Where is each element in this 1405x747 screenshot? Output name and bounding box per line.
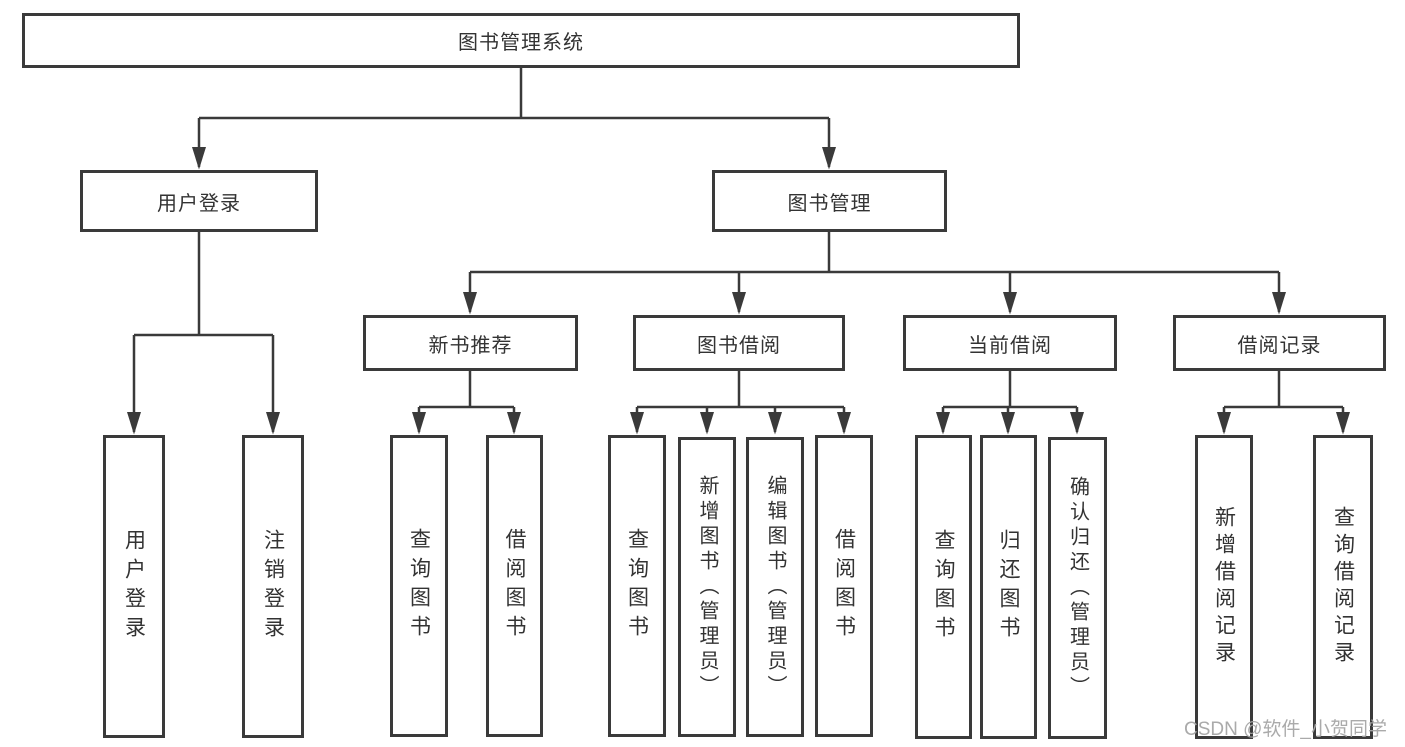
leaf-user-login-label: 用户登录 (122, 528, 146, 645)
leaf-rec-borrow-books: 借阅图书 (486, 435, 543, 737)
node-book-management: 图书管理 (712, 170, 947, 232)
node-new-book-recommend: 新书推荐 (363, 315, 578, 371)
node-user-login-label: 用户登录 (157, 192, 241, 215)
leaf-br-query-record-label: 查询借阅记录 (1331, 506, 1355, 668)
node-user-login: 用户登录 (80, 170, 318, 232)
leaf-cb-query-books-label: 查询图书 (932, 529, 955, 645)
leaf-br-query-record: 查询借阅记录 (1313, 435, 1373, 739)
leaf-bb-add-books-label: 新增图书（管理员） (696, 474, 718, 700)
leaf-cb-query-books: 查询图书 (915, 435, 972, 739)
leaf-bb-edit-books: 编辑图书（管理员） (746, 437, 804, 737)
node-current-borrowing-label: 当前借阅 (968, 334, 1052, 357)
leaf-rec-query-books-label: 查询图书 (407, 528, 431, 644)
leaf-user-login: 用户登录 (103, 435, 165, 738)
leaf-cb-confirm-return: 确认归还（管理员） (1048, 437, 1107, 739)
leaf-bb-query-books-label: 查询图书 (625, 528, 649, 644)
leaf-cb-return-books: 归还图书 (980, 435, 1037, 739)
node-current-borrowing: 当前借阅 (903, 315, 1117, 371)
node-root-label: 图书管理系统 (458, 32, 584, 54)
leaf-logout: 注销登录 (242, 435, 304, 738)
node-book-borrowing: 图书借阅 (633, 315, 845, 371)
leaf-bb-query-books: 查询图书 (608, 435, 666, 737)
node-borrow-records-label: 借阅记录 (1237, 334, 1322, 357)
node-borrow-records: 借阅记录 (1173, 315, 1386, 371)
connector-rails (134, 68, 1343, 409)
node-root: 图书管理系统 (22, 13, 1020, 68)
leaf-br-add-record: 新增借阅记录 (1195, 435, 1253, 739)
leaf-bb-edit-books-label: 编辑图书（管理员） (764, 474, 786, 700)
leaf-bb-borrow-books: 借阅图书 (815, 435, 873, 737)
csdn-watermark: CSDN @软件_小贺同学 (1184, 719, 1387, 740)
node-book-borrowing-label: 图书借阅 (697, 334, 781, 357)
leaf-bb-borrow-books-label: 借阅图书 (832, 528, 856, 644)
leaf-br-add-record-label: 新增借阅记录 (1212, 506, 1236, 668)
leaf-cb-confirm-return-label: 确认归还（管理员） (1066, 475, 1089, 701)
node-book-management-label: 图书管理 (787, 192, 872, 215)
leaf-logout-label: 注销登录 (261, 528, 285, 645)
node-new-book-recommend-label: 新书推荐 (428, 334, 513, 357)
leaf-rec-query-books: 查询图书 (390, 435, 448, 737)
leaf-cb-return-books-label: 归还图书 (997, 529, 1020, 645)
leaf-bb-add-books: 新增图书（管理员） (678, 437, 736, 737)
leaf-rec-borrow-books-label: 借阅图书 (503, 528, 526, 644)
